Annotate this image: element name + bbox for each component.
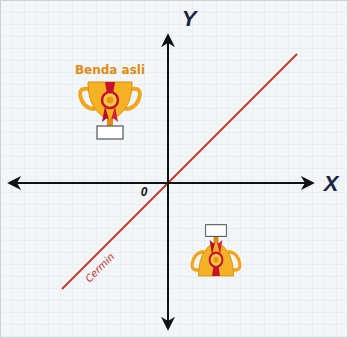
axis-label: X <box>324 173 339 195</box>
mirror-line <box>62 54 297 289</box>
y-axis <box>167 36 169 328</box>
reflected-trophy <box>192 225 240 276</box>
x-axis <box>10 182 312 184</box>
origin-label: 0 <box>141 186 148 198</box>
object-label: Benda asli <box>75 64 145 76</box>
original-trophy <box>80 82 140 139</box>
axis-label: Y <box>182 8 197 30</box>
